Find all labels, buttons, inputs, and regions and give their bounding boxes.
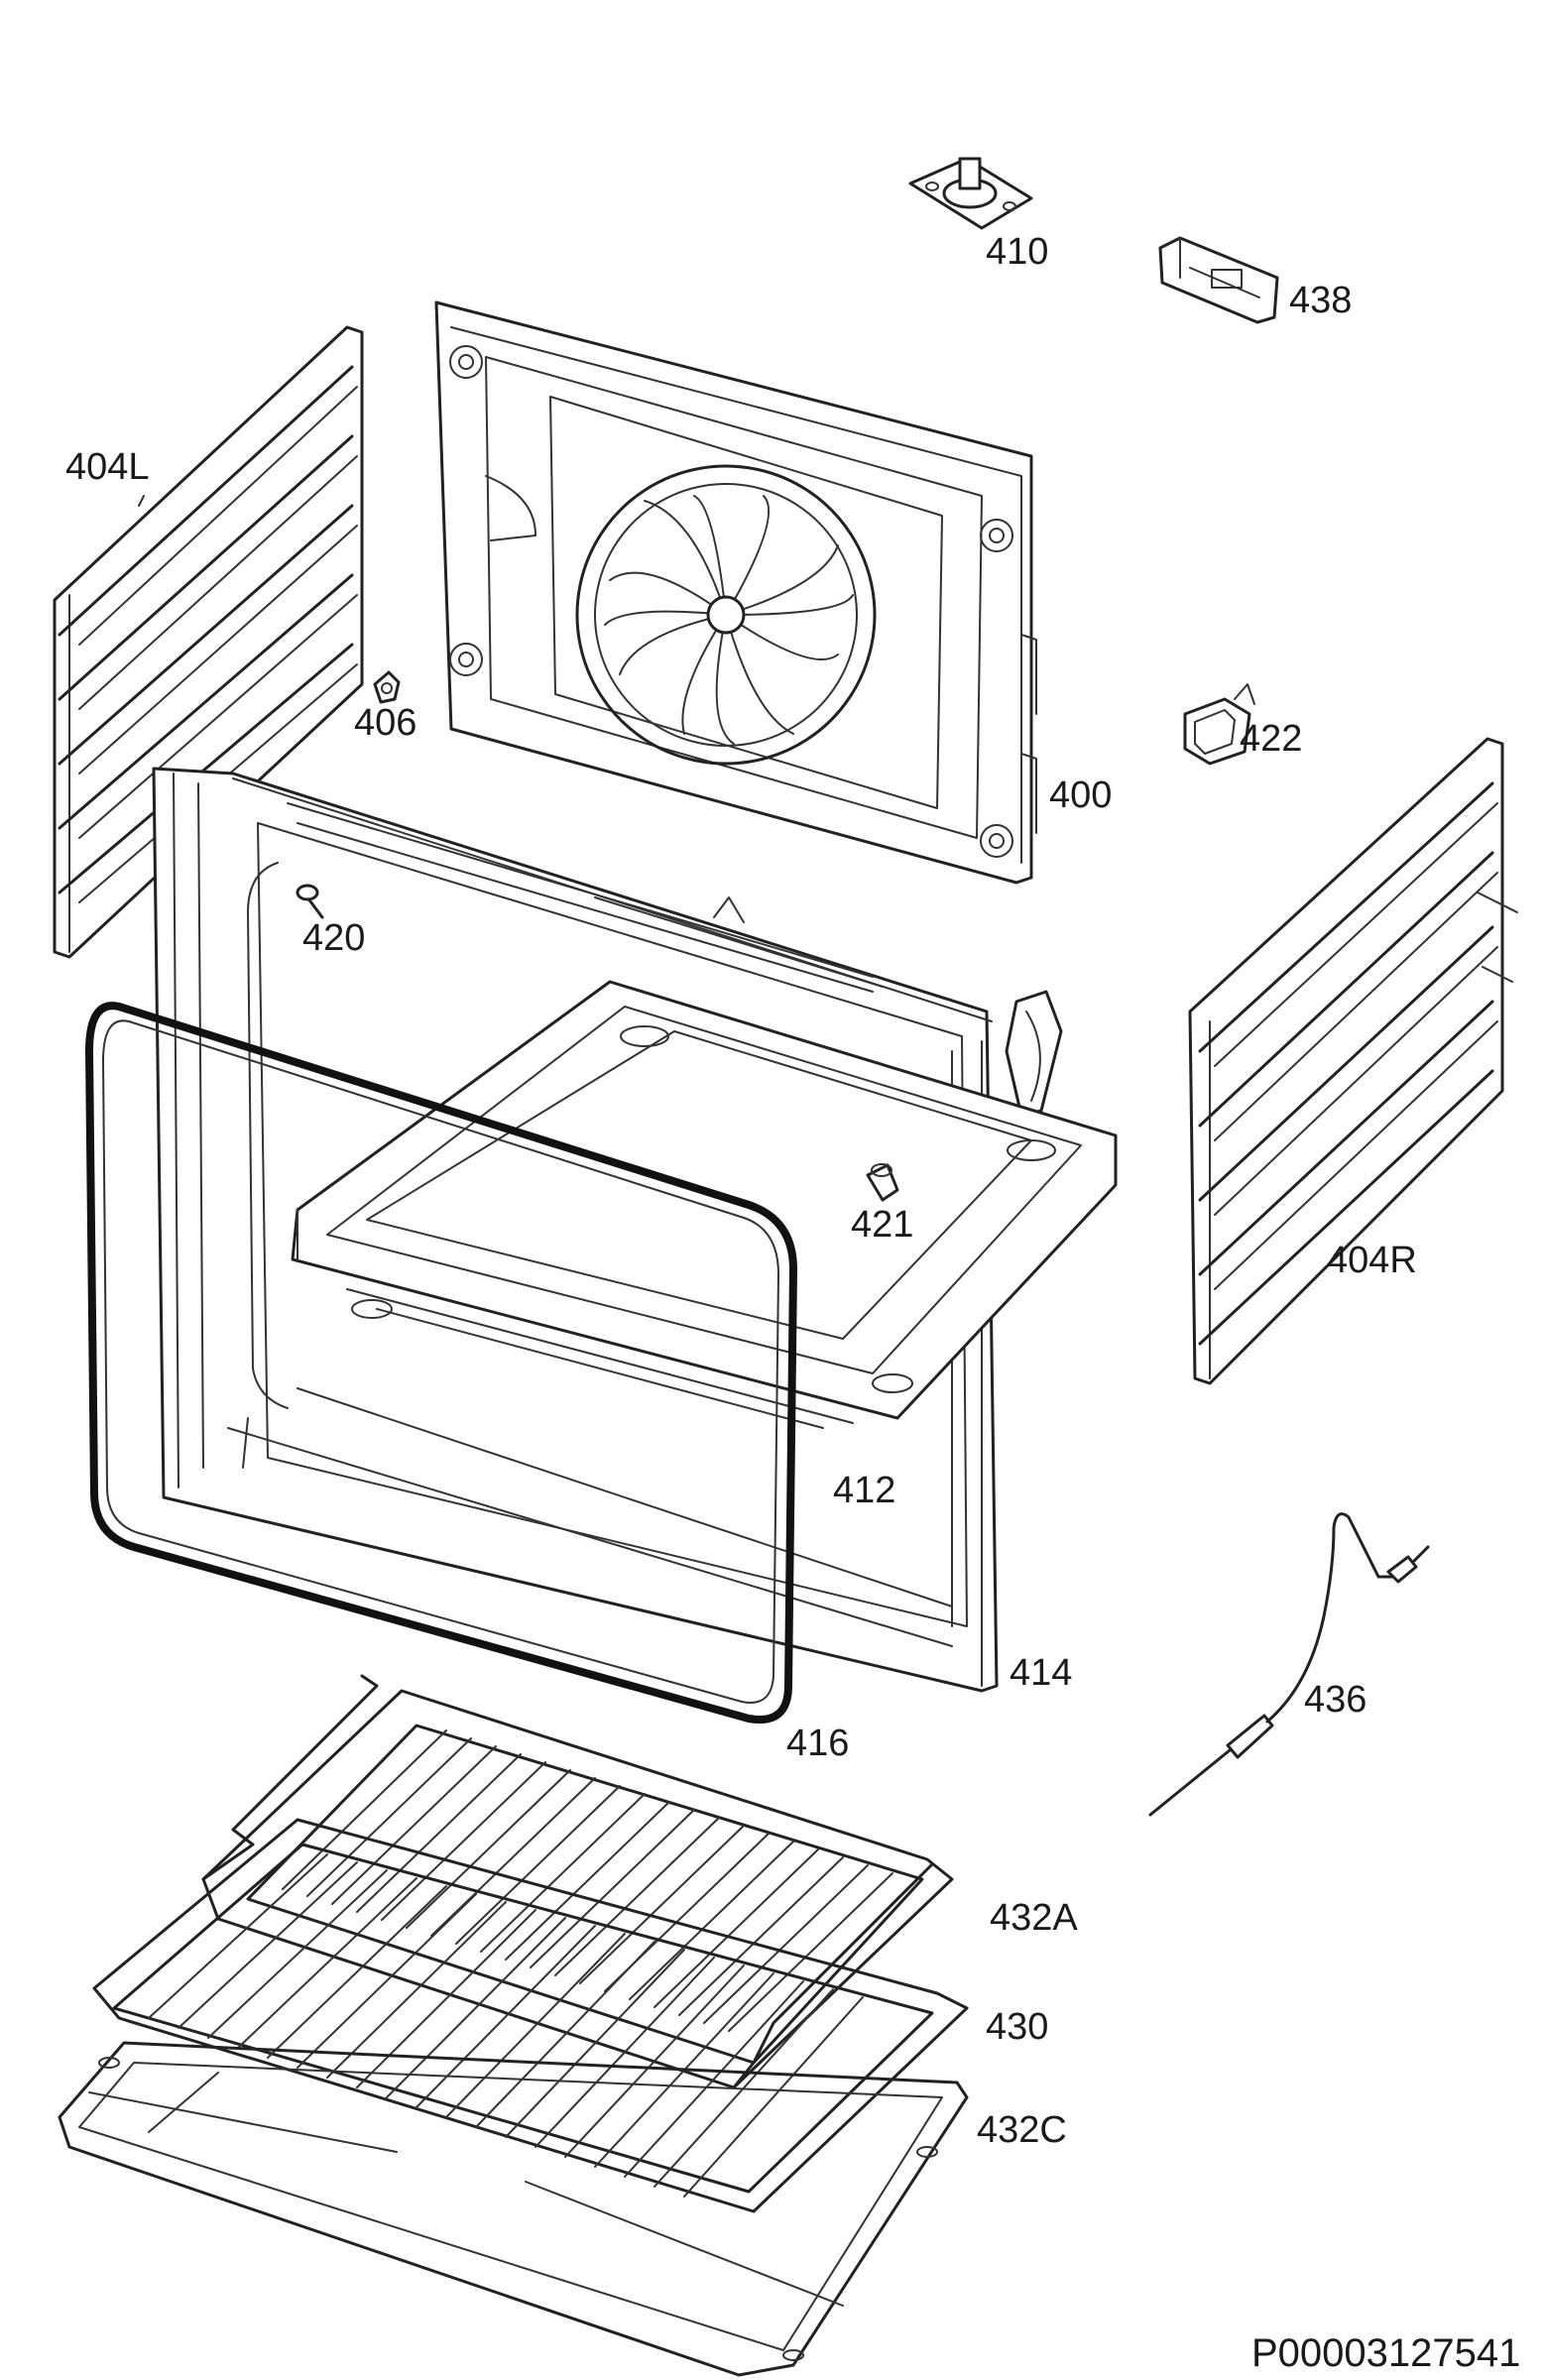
part-416-door-seal xyxy=(85,1002,797,1724)
label-438: 438 xyxy=(1289,280,1352,321)
label-404L: 404L xyxy=(65,446,150,488)
label-436: 436 xyxy=(1304,1679,1367,1721)
document-code: P00003127541 xyxy=(1251,2331,1520,2375)
part-404L-left-shelf-runner xyxy=(53,325,364,959)
label-406: 406 xyxy=(354,702,416,744)
part-421-lamp-cap xyxy=(866,1163,899,1202)
label-420: 420 xyxy=(302,917,365,959)
label-422: 422 xyxy=(1240,718,1302,760)
rack-432A-wires xyxy=(282,1729,893,2032)
part-406-clip xyxy=(373,670,401,704)
label-404R: 404R xyxy=(1327,1240,1417,1281)
part-420-screw xyxy=(296,884,324,919)
label-410: 410 xyxy=(986,231,1048,273)
leader-line-404L xyxy=(138,495,145,507)
part-404R-right-shelf-runner xyxy=(1188,737,1518,1385)
label-421: 421 xyxy=(851,1204,913,1246)
part-412-inner-frame xyxy=(291,980,1118,1429)
label-414: 414 xyxy=(1010,1652,1072,1694)
part-430-wire-shelf xyxy=(92,1818,969,2213)
fan-grille xyxy=(604,495,854,745)
part-438-switch-bracket xyxy=(1158,236,1279,324)
part-400-rear-panel xyxy=(434,300,1037,885)
label-416: 416 xyxy=(786,1723,849,1764)
part-410-fan-motor-mount xyxy=(908,157,1033,230)
label-430: 430 xyxy=(986,2006,1048,2048)
label-412: 412 xyxy=(833,1470,895,1511)
part-436-temperature-probe xyxy=(1148,1512,1430,1817)
label-432A: 432A xyxy=(990,1897,1078,1939)
part-432C-baking-tray xyxy=(58,2041,969,2377)
part-422-lamp-holder xyxy=(1183,683,1255,766)
label-432C: 432C xyxy=(977,2109,1067,2151)
shelf-430-wires xyxy=(148,1853,864,2198)
label-400: 400 xyxy=(1049,774,1112,816)
